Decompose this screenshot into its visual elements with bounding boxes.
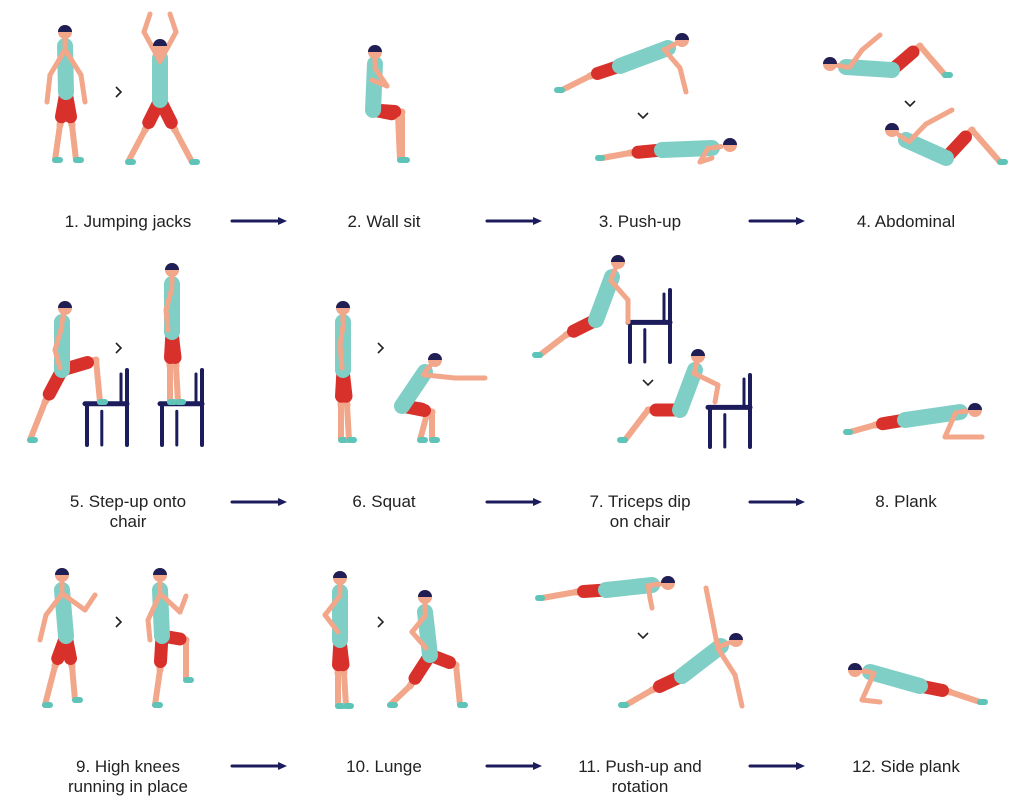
chair-1 [82,368,130,447]
side-plank [848,663,988,705]
chevron-right-icon [115,342,123,354]
arrow-right-icon [230,498,287,506]
label-line: on chair [609,512,671,531]
squat-end [394,353,488,443]
plank [843,403,985,440]
label-line: rotation [611,777,669,796]
label-line: 9. High knees [76,757,180,776]
chevron-right-icon [115,86,123,98]
arrow-right-icon [485,762,542,770]
arrow-right-icon [485,217,542,225]
label-line: 10. Lunge [346,757,422,776]
jumping-jacks-start [44,25,88,163]
chair-3 [625,288,673,364]
chevron-right-icon [377,616,385,628]
exercise-label-8: 8. Plank [778,492,1024,512]
label-line: running in place [67,777,189,796]
chevron-right-icon [115,616,123,628]
chevron-down-icon [642,379,654,387]
squat-start [335,301,357,443]
chair-2 [157,368,205,447]
crunch-start [823,32,953,78]
triceps-dip-end [617,349,721,443]
arrow-right-icon [748,498,805,506]
label-line: 5. Step-up onto [69,492,187,511]
step-up-start [27,301,108,443]
exercise-label-1: 1. Jumping jacks [0,212,256,232]
jumping-jacks-end [125,11,200,165]
chevron-down-icon [637,112,649,120]
lunge-end [387,590,468,708]
arrow-right-icon [230,217,287,225]
chevron-down-icon [637,632,649,640]
label-line: 8. Plank [875,492,937,511]
high-knees-end [145,568,194,708]
push-up-high [554,33,689,95]
step-up-end [163,263,186,405]
label-line: chair [109,512,147,531]
exercise-label-10: 10. Lunge [256,757,512,777]
label-line: 12. Side plank [852,757,960,776]
high-knees-start [37,568,98,708]
push-up-rotation-start [535,576,675,611]
label-line: 2. Wall sit [347,212,421,231]
chair-4 [705,373,753,449]
label-line: 3. Push-up [598,212,682,231]
chevron-down-icon [904,100,916,108]
push-up-rotation-end [618,585,745,709]
lunge-start [322,571,354,709]
arrow-right-icon [748,762,805,770]
push-up-low [595,138,737,165]
exercise-label-4: 4. Abdominal [788,212,1024,240]
chevron-right-icon [377,342,385,354]
label-line: 6. Squat [352,492,416,511]
label-line: 4. Abdominal [856,212,956,231]
exercise-label-12: 12. Side plank [778,757,1024,777]
label-line: 1. Jumping jacks [64,212,192,231]
exercise-label-6: 6. Squat [256,492,512,512]
exercise-label-3: 3. Push-up [512,212,768,232]
triceps-dip-start [532,255,631,358]
arrow-right-icon [485,498,542,506]
label-line: 11. Push-up and [578,757,702,776]
arrow-right-icon [230,762,287,770]
label-line: 7. Triceps dip [589,492,691,511]
crunch-end [885,107,1008,166]
wall-sit [365,45,410,163]
arrow-right-icon [748,217,805,225]
exercise-label-2: 2. Wall sit [256,212,512,232]
